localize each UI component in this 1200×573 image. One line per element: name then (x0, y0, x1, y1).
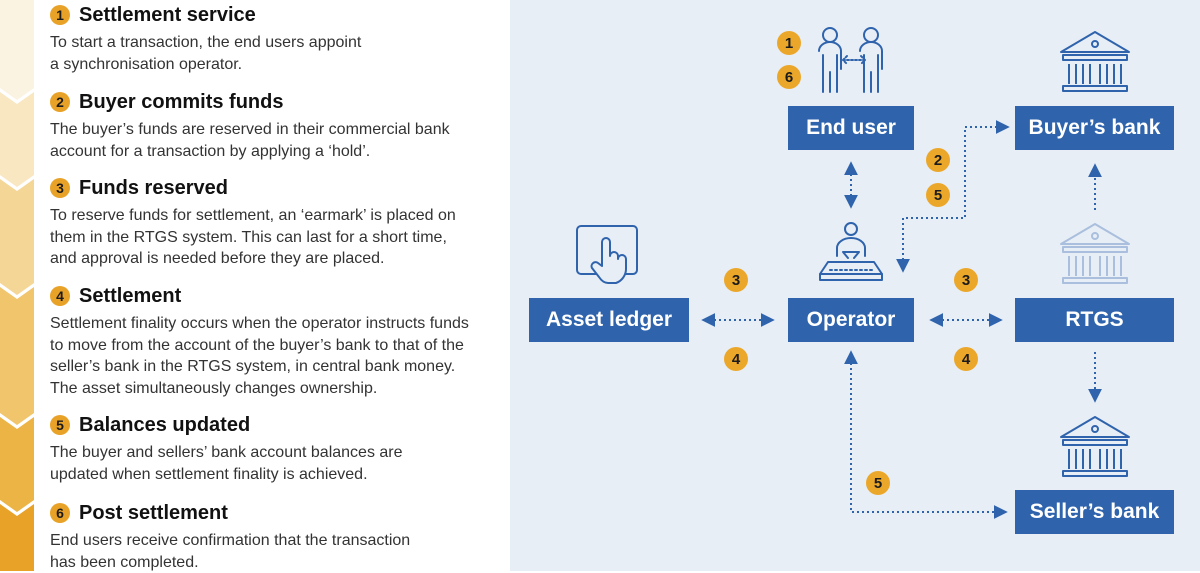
step-badge: 6 (777, 65, 801, 89)
step-title: Balances updated (79, 414, 250, 437)
operator-box: Operator (788, 298, 914, 342)
step-badge: 2 (926, 148, 950, 172)
description-line: seller’s bank in the RTGS system, in cen… (50, 356, 490, 378)
step-title: Post settlement (79, 502, 228, 525)
step-badge: 1 (777, 31, 801, 55)
end-users-icon (819, 28, 882, 92)
description-line: them in the RTGS system. This can last f… (50, 227, 490, 249)
description-line: Settlement finality occurs when the oper… (50, 313, 490, 335)
description-line: The buyer and sellers’ bank account bala… (50, 442, 490, 464)
step-badge: 4 (724, 347, 748, 371)
bank-icon (1061, 417, 1129, 476)
description-line: The asset simultaneously changes ownersh… (50, 378, 490, 400)
step-number: 1 (50, 5, 70, 25)
operator-buyers-bank-connector (903, 127, 1007, 270)
description-line: a synchronisation operator. (50, 54, 490, 76)
operator-icon (820, 223, 882, 280)
description-line: account for a transaction by applying a … (50, 141, 490, 163)
asset-ledger-box: Asset ledger (529, 298, 689, 342)
step-badge: 5 (866, 471, 890, 495)
step-title: Settlement service (79, 4, 256, 27)
description-line: and approval is needed before they are p… (50, 248, 490, 270)
description-line: To start a transaction, the end users ap… (50, 32, 490, 54)
step-number: 4 (50, 286, 70, 306)
step-number: 5 (50, 415, 70, 435)
step-description: End users receive confirmation that the … (50, 530, 490, 573)
step-title: Funds reserved (79, 177, 228, 200)
step-number: 2 (50, 92, 70, 112)
step-2: 2 Buyer commits funds The buyer’s funds … (50, 89, 490, 162)
steps-panel: 1 Settlement service To start a transact… (0, 0, 500, 571)
description-line: has been completed. (50, 552, 490, 573)
description-line: to move from the account of the buyer’s … (50, 335, 490, 357)
touch-screen-icon (577, 226, 637, 283)
step-badge: 5 (926, 183, 950, 207)
buyers-bank-box: Buyer’s bank (1015, 106, 1174, 150)
sellers-bank-box: Seller’s bank (1015, 490, 1174, 534)
step-badge: 4 (954, 347, 978, 371)
step-4: 4 Settlement Settlement finality occurs … (50, 283, 490, 399)
chevron-segment (0, 287, 34, 425)
step-number: 3 (50, 178, 70, 198)
step-3: 3 Funds reserved To reserve funds for se… (50, 175, 490, 270)
diagram-graphics (510, 0, 1200, 571)
rtgs-box: RTGS (1015, 298, 1174, 342)
step-5: 5 Balances updated The buyer and sellers… (50, 412, 490, 485)
chevron-segment (0, 417, 34, 512)
step-number: 6 (50, 503, 70, 523)
chevron-segment (0, 179, 34, 295)
central-bank-icon (1061, 224, 1129, 283)
bank-icon (1061, 32, 1129, 91)
step-title: Settlement (79, 285, 181, 308)
step-description: To start a transaction, the end users ap… (50, 32, 490, 75)
chevron-segment (0, 0, 34, 100)
chevron-segment (0, 92, 34, 187)
step-1: 1 Settlement service To start a transact… (50, 2, 490, 75)
step-title: Buyer commits funds (79, 91, 283, 114)
description-line: updated when settlement finality is achi… (50, 464, 490, 486)
description-line: The buyer’s funds are reserved in their … (50, 119, 490, 141)
step-description: To reserve funds for settlement, an ‘ear… (50, 205, 490, 270)
step-description: The buyer’s funds are reserved in their … (50, 119, 490, 162)
settlement-diagram: End user Buyer’s bank Asset ledger Opera… (510, 0, 1200, 571)
step-6: 6 Post settlement End users receive conf… (50, 500, 490, 573)
step-description: The buyer and sellers’ bank account bala… (50, 442, 490, 485)
end-user-box: End user (788, 106, 914, 150)
chevron-segment (0, 504, 34, 571)
step-badge: 3 (724, 268, 748, 292)
progress-chevrons (0, 0, 40, 571)
description-line: End users receive confirmation that the … (50, 530, 490, 552)
step-description: Settlement finality occurs when the oper… (50, 313, 490, 399)
description-line: To reserve funds for settlement, an ‘ear… (50, 205, 490, 227)
step-badge: 3 (954, 268, 978, 292)
